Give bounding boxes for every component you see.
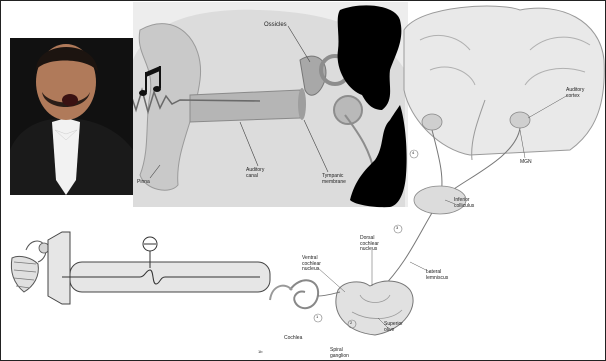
label-auditory-cortex: Auditory cortex xyxy=(566,88,596,99)
label-ventral-cochlear-nucleus: Ventral cochlear nucleus xyxy=(302,256,336,273)
label-mgn: MGN xyxy=(520,160,532,166)
label-step-1b: 1b xyxy=(258,350,262,354)
label-auditory-canal: Auditory canal xyxy=(246,168,272,179)
lower-semicircular-canal xyxy=(270,286,292,300)
coronal-brain-section xyxy=(404,6,604,155)
auditory-canal-shape xyxy=(190,90,300,122)
right-thalamus-nucleus xyxy=(510,112,530,128)
lower-cochlea-spiral xyxy=(290,280,318,308)
label-inferior-colliculus: Inferior colliculus xyxy=(454,198,482,209)
unrolled-cochlea-diagram xyxy=(11,232,270,304)
label-lateral-lemniscus: Lateral lemniscus xyxy=(426,270,456,281)
label-ossicles: Ossicles xyxy=(264,22,287,29)
tympanic-membrane-shape xyxy=(298,88,306,120)
left-thalamus-nucleus xyxy=(422,114,442,130)
label-step-3: 3 xyxy=(396,226,398,230)
label-cochlea: Cochlea xyxy=(284,336,302,342)
label-step-4: 4 xyxy=(412,151,414,155)
label-superior-olive: Superior olive xyxy=(384,322,410,333)
label-pinna: Pinna xyxy=(137,180,150,186)
label-spiral-ganglion: Spiral ganglion xyxy=(330,348,356,359)
singer-photo xyxy=(10,38,133,195)
label-step-2: 2 xyxy=(350,321,352,325)
cochlea-flare-shape xyxy=(48,232,70,304)
label-tympanic-membrane: Tympanic membrane xyxy=(322,174,352,185)
label-step-1: 1 xyxy=(316,315,318,319)
label-dorsal-cochlear-nucleus: Dorsal cochlear nucleus xyxy=(360,236,394,253)
mouth-shape xyxy=(62,94,78,106)
